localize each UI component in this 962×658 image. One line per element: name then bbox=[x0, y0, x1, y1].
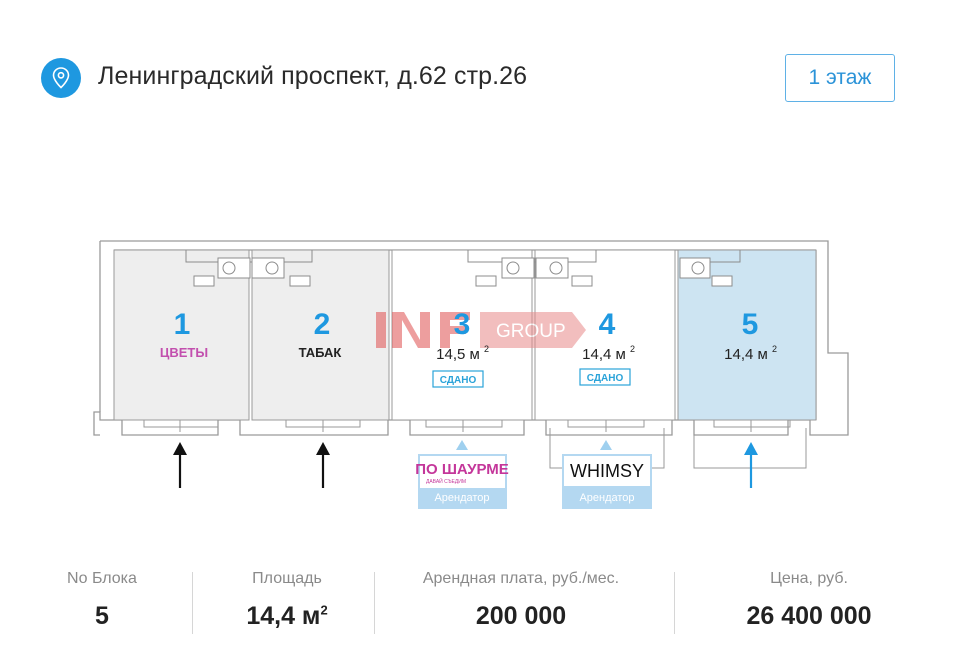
unit-5[interactable] bbox=[677, 249, 817, 421]
unit-tenant-label: ТАБАК bbox=[299, 345, 342, 360]
price-info: Цена, руб. 26 400 000 bbox=[680, 568, 938, 636]
price-label: Цена, руб. bbox=[770, 570, 848, 587]
unit-area-sup: 2 bbox=[630, 344, 635, 354]
unit-number: 4 bbox=[599, 308, 616, 341]
svg-text:СДАНО: СДАНО bbox=[587, 373, 624, 384]
floor-selector-button[interactable]: 1 этаж bbox=[785, 54, 895, 102]
unit-area: 14,4 м bbox=[582, 346, 626, 363]
rented-badge: СДАНО bbox=[432, 370, 484, 388]
unit-tenant-label: ЦВЕТЫ bbox=[160, 345, 208, 360]
rent-info: Арендная плата, руб./мес. 200 000 bbox=[380, 568, 662, 636]
unit-number: 5 bbox=[742, 308, 759, 341]
rent-value: 200 000 bbox=[475, 602, 567, 630]
tenant-caption: Арендатор bbox=[579, 492, 634, 504]
block-number-info: No Блока 5 bbox=[40, 568, 164, 636]
divider bbox=[674, 572, 675, 634]
divider bbox=[192, 572, 193, 634]
area-value: 14,4 м2 bbox=[246, 602, 328, 630]
unit-area-sup: 2 bbox=[772, 344, 777, 354]
address-title: Ленинградский проспект, д.62 стр.26 bbox=[98, 62, 528, 90]
unit-area: 14,4 м bbox=[724, 346, 768, 363]
unit-labels: 1 ЦВЕТЫ 2 ТАБАК 3 14,5 м 2 4 14,4 м 2 5 … bbox=[160, 308, 777, 363]
rented-badge: СДАНО bbox=[579, 368, 631, 386]
block-number-label: No Блока bbox=[67, 570, 137, 587]
entrance-arrow-icon bbox=[316, 442, 330, 488]
area-label: Площадь bbox=[252, 570, 322, 587]
unit-number: 1 bbox=[174, 308, 191, 341]
unit-area: 14,5 м bbox=[436, 346, 480, 363]
tenant-caption: Арендатор bbox=[434, 492, 489, 504]
location-pin-icon bbox=[41, 58, 81, 98]
rent-label: Арендная плата, руб./мес. bbox=[422, 570, 620, 587]
tenant-logo-sub: ДАВАЙ СЪЕДИМ bbox=[426, 477, 466, 485]
block-number-value: 5 bbox=[95, 602, 109, 630]
unit-number: 3 bbox=[454, 308, 471, 341]
watermark-logo: GROUP bbox=[376, 312, 586, 348]
floor-plan: GROUP 1 ЦВЕТЫ 2 ТАБАК 3 14,5 м 2 4 14,4 … bbox=[93, 240, 849, 509]
tenant-card-shawarma[interactable]: ПО ШАУРМЕ ДАВАЙ СЪЕДИМ Арендатор bbox=[415, 440, 509, 509]
svg-text:СДАНО: СДАНО bbox=[440, 375, 477, 386]
area-info: Площадь 14,4 м2 bbox=[200, 568, 374, 636]
entrance-arrow-icon bbox=[744, 442, 758, 488]
tenant-logo: ПО ШАУРМЕ bbox=[415, 461, 509, 478]
sanitary-fixtures bbox=[185, 250, 741, 287]
unit-area-sup: 2 bbox=[484, 344, 489, 354]
unit-number: 2 bbox=[314, 308, 331, 341]
tenant-logo: WHIMSY bbox=[570, 461, 644, 481]
divider bbox=[374, 572, 375, 634]
watermark-suffix: GROUP bbox=[496, 321, 566, 342]
price-value: 26 400 000 bbox=[746, 602, 872, 630]
tenant-card-whimsy[interactable]: WHIMSY Арендатор bbox=[562, 440, 652, 509]
entrance-arrow-icon bbox=[173, 442, 187, 488]
